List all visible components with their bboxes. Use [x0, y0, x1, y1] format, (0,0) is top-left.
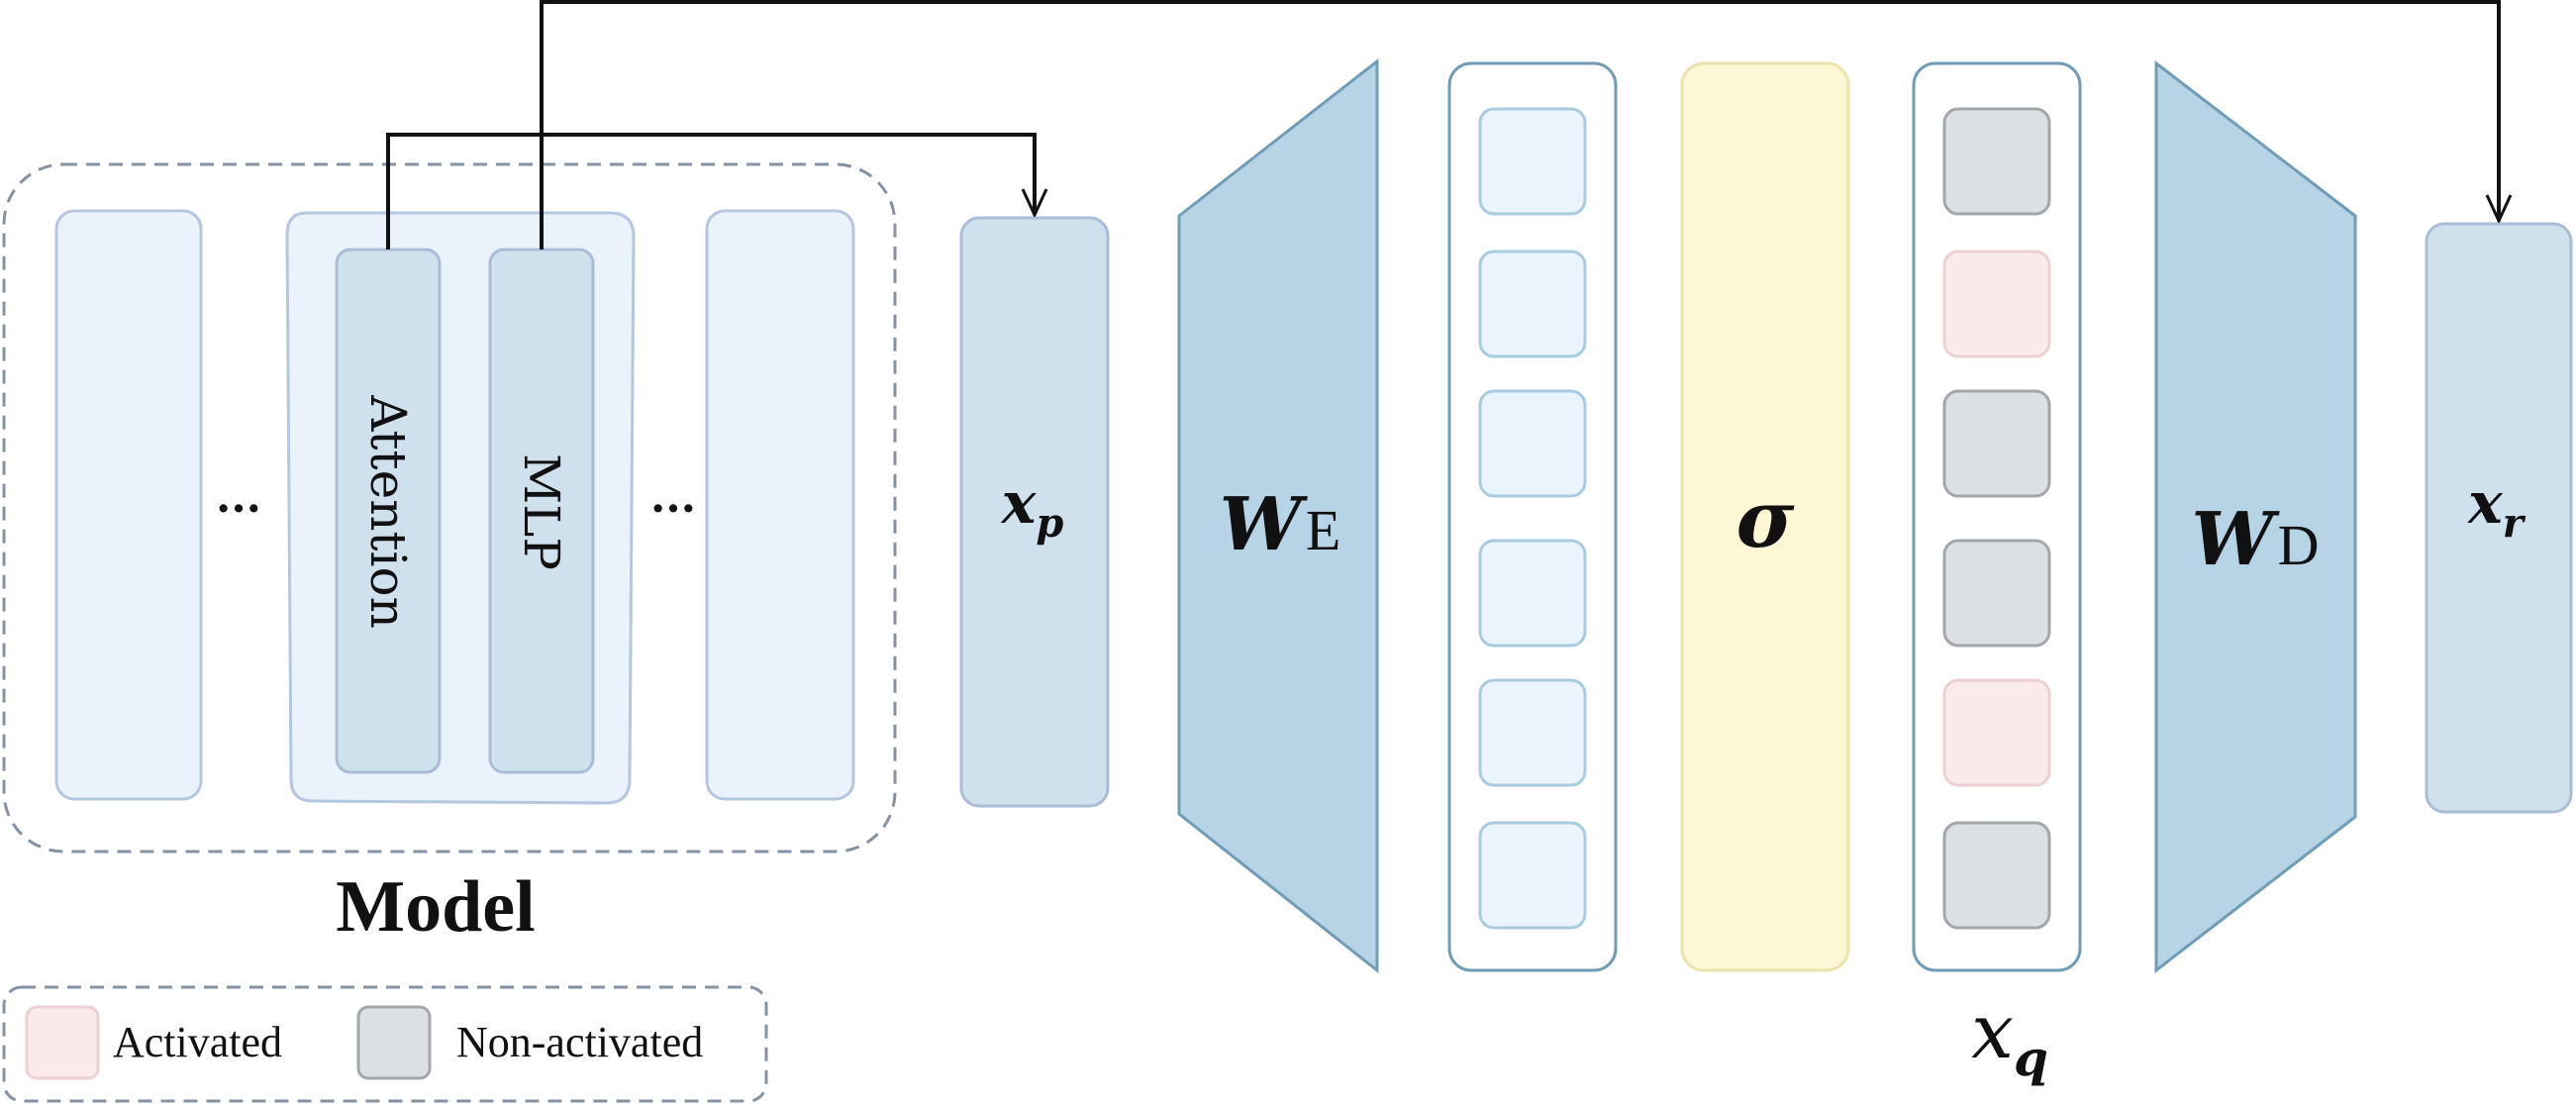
legend-nonactivated-label: Non-activated: [456, 1018, 703, 1066]
latent-cell: [1478, 250, 1587, 358]
latent-cell: [1478, 821, 1587, 930]
latent-cell: [1478, 678, 1587, 787]
xq-label: xq: [1971, 987, 2048, 1087]
latent-cells: [1478, 107, 1587, 930]
mlp-label: MLP: [513, 453, 570, 570]
ellipsis-right: ...: [650, 472, 696, 523]
encoder-trapezoid: [1177, 57, 1379, 974]
decoder-label: WD: [2192, 497, 2320, 582]
xp-block: [959, 216, 1110, 808]
arrow-mlp-to-xr: [540, 0, 2499, 250]
legend-activated-swatch: [25, 1005, 100, 1080]
sigma-column: [1680, 61, 1850, 972]
xq-cell-non-activated: [1942, 821, 2051, 930]
legend-nonactivated-swatch: [356, 1005, 432, 1080]
xq-cell-non-activated: [1942, 389, 2051, 498]
model-container: [2, 162, 897, 853]
legend-activated-label: Activated: [113, 1018, 282, 1066]
attention-label: Attention: [359, 394, 417, 629]
layer-block-left: [54, 209, 203, 801]
ellipsis-left: ...: [216, 472, 261, 523]
latent-cell: [1478, 389, 1587, 498]
xr-block: [2425, 222, 2573, 814]
layer-block-right: [705, 209, 855, 801]
xq-cells: [1942, 107, 2051, 930]
xq-cell-non-activated: [1942, 539, 2051, 648]
arrow-attention-to-xp: [386, 133, 1035, 250]
encoder-label: WE: [1220, 482, 1341, 567]
decoder-trapezoid: [2154, 59, 2357, 974]
latent-cell: [1478, 107, 1587, 216]
xp-label: xp: [1000, 469, 1064, 547]
model-title: Model: [336, 866, 535, 948]
xq-cell-activated: [1942, 678, 2051, 787]
xr-label: xr: [2466, 469, 2526, 547]
xq-cell-activated: [1942, 250, 2051, 358]
latent-cell: [1478, 539, 1587, 648]
xq-cell-non-activated: [1942, 107, 2051, 216]
sigma-label: σ: [1736, 472, 1795, 565]
